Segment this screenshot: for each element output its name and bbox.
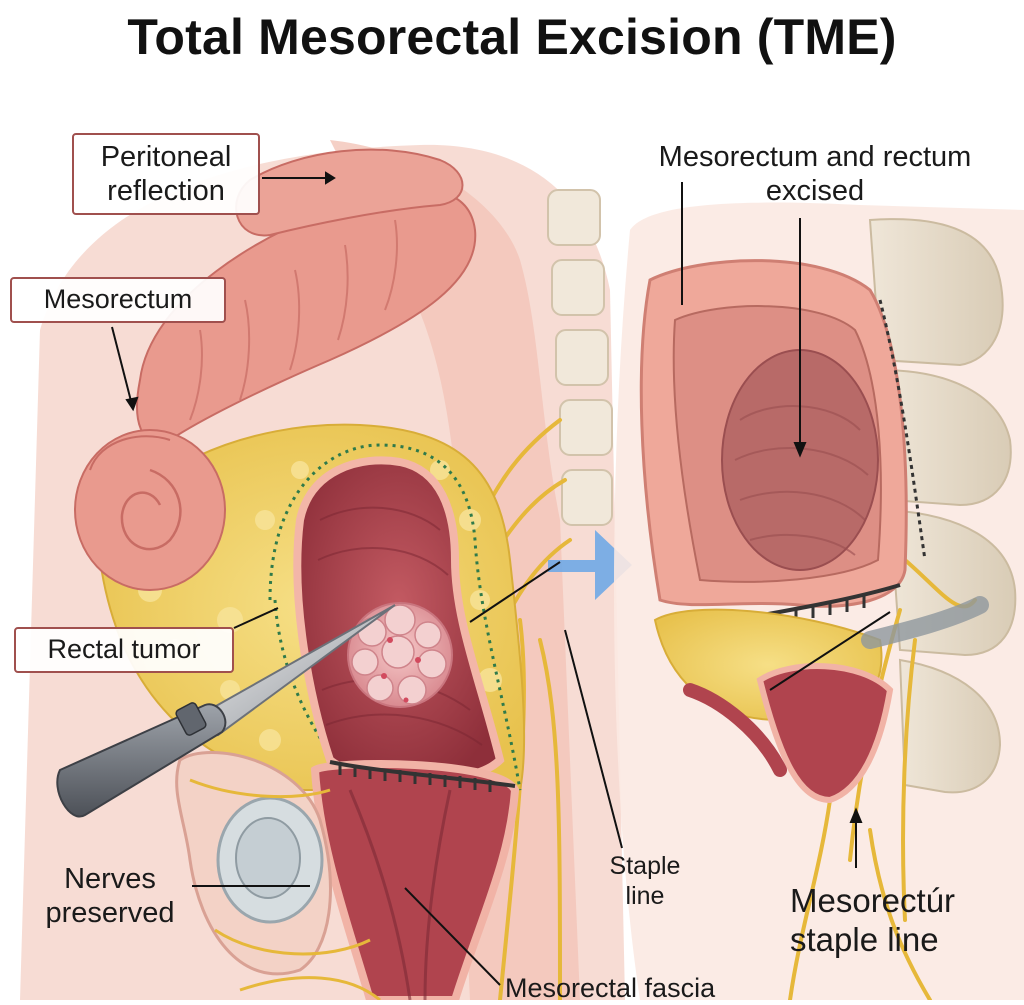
- label-mesorectum-staple-line1: Mesorectúr: [790, 882, 956, 919]
- tumor: [347, 602, 453, 708]
- label-excised-line2: excised: [765, 175, 865, 208]
- label-staple-line1: Staple: [609, 852, 681, 880]
- label-nerves-line2: preserved: [45, 897, 175, 930]
- label-rectal-tumor-text: Rectal tumor: [47, 634, 201, 664]
- left-panel-pelvis: [20, 140, 625, 1000]
- label-peritoneal-line1: Peritoneal: [100, 141, 232, 173]
- leader-lines: [111, 171, 891, 986]
- label-staple-line2: line: [625, 881, 665, 910]
- label-mesorectum-rectum-excised: Mesorectum and rectum excised: [620, 140, 1010, 208]
- label-rectal-tumor: Rectal tumor: [14, 627, 234, 673]
- page-title: Total Mesorectal Excision (TME): [127, 9, 897, 65]
- spine-right: [868, 218, 1017, 794]
- label-mesorectum: Mesorectum: [10, 277, 226, 323]
- colon: [136, 148, 477, 443]
- label-mesorectal-fascia: Mesorectal fascia: [505, 973, 770, 1005]
- fascia-outline: [268, 443, 522, 791]
- small-bowel: [74, 429, 226, 591]
- right-panel-excised: [613, 202, 1024, 1000]
- label-mesorectal-fascia-text: Mesorectal fascia: [505, 973, 716, 1003]
- surgical-instrument: [56, 604, 396, 818]
- staple-line-left: [329, 760, 516, 792]
- transition-arrow: [548, 530, 632, 600]
- label-excised-line1: Mesorectum and rectum: [658, 141, 972, 173]
- label-mesorectum-text: Mesorectum: [43, 284, 193, 314]
- pelvic-structures: [175, 751, 381, 1000]
- label-peritoneal-reflection: Peritoneal reflection: [72, 133, 260, 216]
- label-staple-line: Staple line: [595, 852, 695, 911]
- label-mesorectum-staple-line: Mesorectúr staple line: [790, 882, 1010, 960]
- label-nerves-line1: Nerves: [64, 863, 156, 895]
- label-nerves-preserved: Nerves preserved: [30, 862, 190, 930]
- label-peritoneal-line2: reflection: [107, 175, 225, 208]
- spine-left: [547, 189, 613, 526]
- label-mesorectum-staple-line2: staple line: [790, 920, 939, 958]
